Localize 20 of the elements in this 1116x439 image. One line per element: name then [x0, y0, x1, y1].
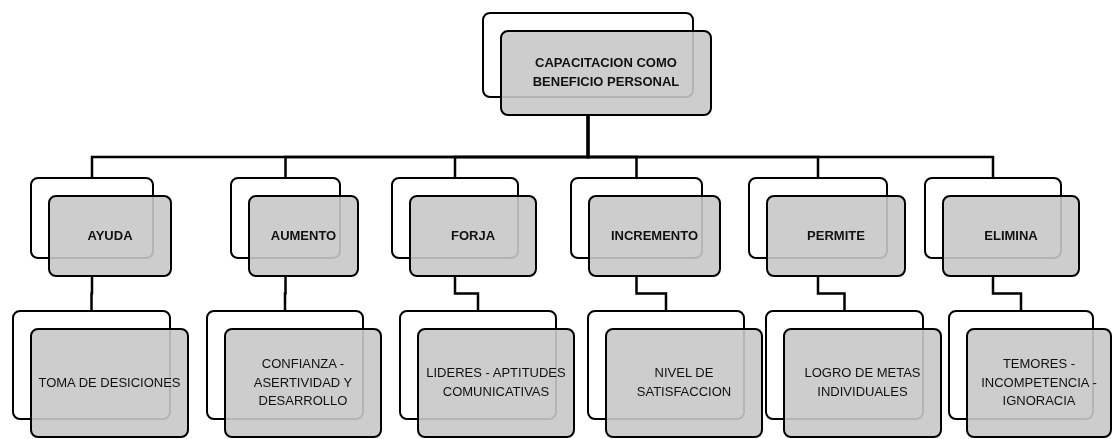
node-text: LOGRO DE METAS INDIVIDUALES: [803, 364, 922, 401]
node-text: LIDERES - APTITUDES COMUNICATIVAS: [425, 364, 567, 401]
connector-line: [586, 116, 995, 177]
connector-line: [816, 277, 846, 310]
connector-line: [453, 277, 480, 310]
connector-line: [991, 277, 1023, 310]
node-text: TOMA DE DESICIONES: [38, 373, 181, 392]
connector-line: [635, 277, 668, 310]
node-text: FORJA: [450, 226, 496, 245]
node-text: AUMENTO: [270, 226, 337, 245]
node-text: TEMORES - INCOMPETENCIA - IGNORACIA: [980, 354, 1098, 411]
connector-line: [90, 277, 94, 310]
node-text: AYUDA: [87, 226, 133, 245]
node-text: PERMITE: [807, 226, 865, 245]
node-text: NIVEL DE SATISFACCION: [635, 364, 733, 401]
connector-line: [283, 277, 287, 310]
node-text: CONFIANZA - ASERTIVIDAD Y DESARROLLO: [252, 354, 354, 411]
node-text: CAPACITACION COMO BENEFICIO PERSONAL: [531, 54, 681, 91]
node-text: ELIMINA: [984, 226, 1038, 245]
node-text: INCREMENTO: [610, 226, 699, 245]
